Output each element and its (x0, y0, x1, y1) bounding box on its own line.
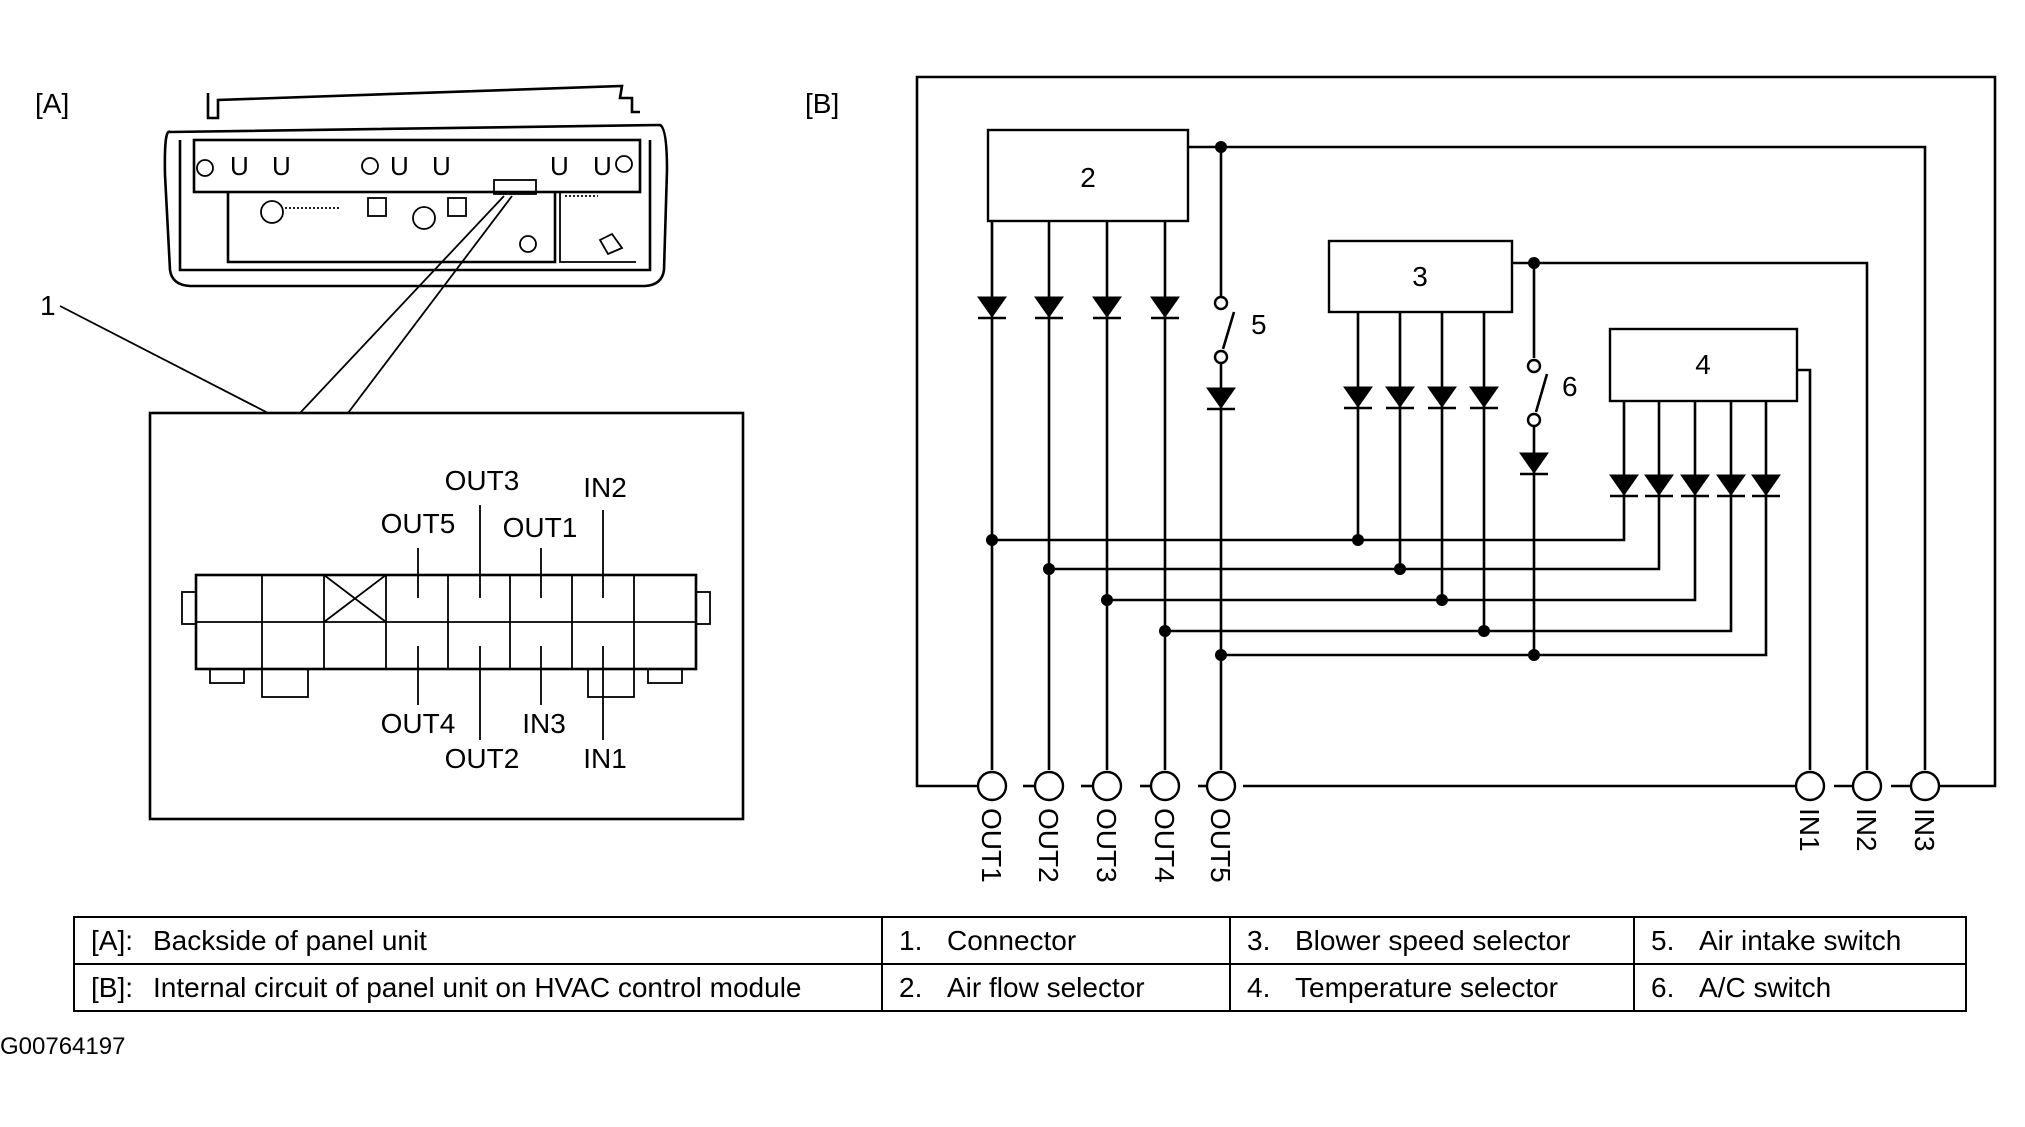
diode-ac (1518, 451, 1550, 476)
legend-text: Temperature selector (1295, 971, 1559, 1003)
legend-key: 6. (1651, 971, 1675, 1003)
pin-label-in3: IN3 (522, 708, 566, 739)
legend-cell: 6. A/C switch (1633, 963, 1967, 1012)
diode-1-blower (1342, 385, 1374, 410)
legend-key: 4. (1247, 971, 1271, 1003)
terminal-label-in2: IN2 (1851, 808, 1882, 852)
wire-in3 (1188, 145, 1927, 770)
terminal-label-in3: IN3 (1909, 808, 1940, 852)
ac-switch (1534, 373, 1549, 413)
legend-text: Air intake switch (1699, 924, 1902, 956)
legend-cell: 4. Temperature selector (1229, 963, 1635, 1012)
panel-b-tag: [B] (805, 88, 839, 119)
legend-text: Blower speed selector (1295, 924, 1571, 956)
diode-2-temp (1643, 473, 1675, 498)
switch-5-number: 5 (1251, 309, 1267, 340)
blower-speed-selector-number: 3 (1412, 261, 1428, 292)
connector (181, 505, 711, 740)
switch-6-number: 6 (1562, 371, 1578, 402)
svg-text:U: U (550, 151, 569, 181)
terminal-label-out2: OUT2 (1033, 808, 1064, 883)
legend-key: 5. (1651, 924, 1675, 956)
diode-out1-airflow (976, 295, 1008, 320)
legend-key: 3. (1247, 924, 1271, 956)
wire-in2 (1512, 261, 1869, 770)
air-flow-selector-number: 2 (1080, 162, 1096, 193)
figure-id: G00764197 (0, 1033, 126, 1060)
svg-text:U: U (272, 151, 291, 181)
legend-key: 1. (899, 924, 923, 956)
pin-label-out5: OUT5 (381, 508, 456, 539)
legend-text: Internal circuit of panel unit on HVAC c… (153, 971, 802, 1003)
pin-label-in2: IN2 (583, 472, 627, 503)
panel-unit-backside-drawing: U U U U U U (163, 84, 669, 288)
diode-5-temp (1750, 473, 1782, 498)
svg-text:U: U (390, 151, 409, 181)
legend-text: Backside of panel unit (153, 924, 427, 956)
terminal-in2 (1851, 770, 1883, 802)
legend-text: Connector (947, 924, 1077, 956)
pin-label-out2: OUT2 (445, 743, 520, 774)
pin-label-out3: OUT3 (445, 465, 520, 496)
legend-table: [A]: Backside of panel unit 1. Connector 3… (73, 916, 1967, 1012)
outer-frame (915, 75, 1997, 788)
legend-key: [A]: (91, 924, 134, 956)
terminal-in3 (1909, 770, 1941, 802)
diode-3-blower (1426, 385, 1458, 410)
diode-4-temp (1715, 473, 1747, 498)
diode-out3-airflow (1091, 295, 1123, 320)
temperature-selector-block (1608, 327, 1799, 403)
legend-cell: [A]: Backside of panel unit (73, 916, 883, 965)
blower-speed-selector-block (1327, 239, 1514, 314)
panel-a-tag: [A] (35, 88, 69, 119)
terminal-out1 (976, 770, 1008, 802)
wire-in1 (1797, 368, 1812, 770)
terminal-out4 (1149, 770, 1181, 802)
terminal-in1 (1794, 770, 1826, 802)
junction-dots (986, 141, 1540, 661)
diode-out4-airflow (1149, 295, 1181, 320)
diode-4-blower (1468, 385, 1500, 410)
terminal-label-in1: IN1 (1794, 808, 1825, 852)
pin-label-in1: IN1 (583, 743, 627, 774)
panel-b: [B] 2 3 4 (805, 75, 1997, 883)
legend-text: Air flow selector (947, 971, 1145, 1003)
air-flow-selector-block (986, 128, 1190, 223)
legend-cell: [B]: Internal circuit of panel unit on HV… (73, 963, 883, 1012)
svg-text:U: U (593, 151, 612, 181)
diode-air-intake (1205, 386, 1237, 411)
svg-text:U: U (230, 151, 249, 181)
legend-row: [B]: Internal circuit of panel unit on HV… (73, 963, 1967, 1012)
pin-label-out4: OUT4 (381, 708, 456, 739)
legend-cell: 1. Connector (881, 916, 1231, 965)
diode-out2-airflow (1033, 295, 1065, 320)
legend-cell: 5. Air intake switch (1633, 916, 1967, 965)
diode-3-temp (1679, 473, 1711, 498)
terminal-label-out5: OUT5 (1205, 808, 1236, 883)
pin-label-out1: OUT1 (503, 512, 578, 543)
terminal-out3 (1091, 770, 1123, 802)
legend-row: [A]: Backside of panel unit 1. Connector 3… (73, 916, 1967, 965)
svg-text:U: U (432, 151, 451, 181)
terminal-out2 (1033, 770, 1065, 802)
callout-1: 1 (40, 290, 56, 321)
legend-cell: 3. Blower speed selector (1229, 916, 1635, 965)
panel-a: [A] U U U U U U (35, 84, 745, 821)
terminal-label-out1: OUT1 (976, 808, 1007, 883)
legend-cell: 2. Air flow selector (881, 963, 1231, 1012)
legend-text: A/C switch (1699, 971, 1832, 1003)
diode-1-temp (1608, 473, 1640, 498)
terminal-label-out4: OUT4 (1149, 808, 1180, 883)
terminal-out5 (1205, 770, 1237, 802)
temperature-selector-number: 4 (1695, 349, 1711, 380)
air-intake-switch (1221, 311, 1236, 350)
terminal-label-out3: OUT3 (1091, 808, 1122, 883)
legend-key: [B]: (91, 971, 134, 1003)
connector-detail-box (148, 411, 745, 821)
diode-2-blower (1384, 385, 1416, 410)
legend-key: 2. (899, 971, 923, 1003)
